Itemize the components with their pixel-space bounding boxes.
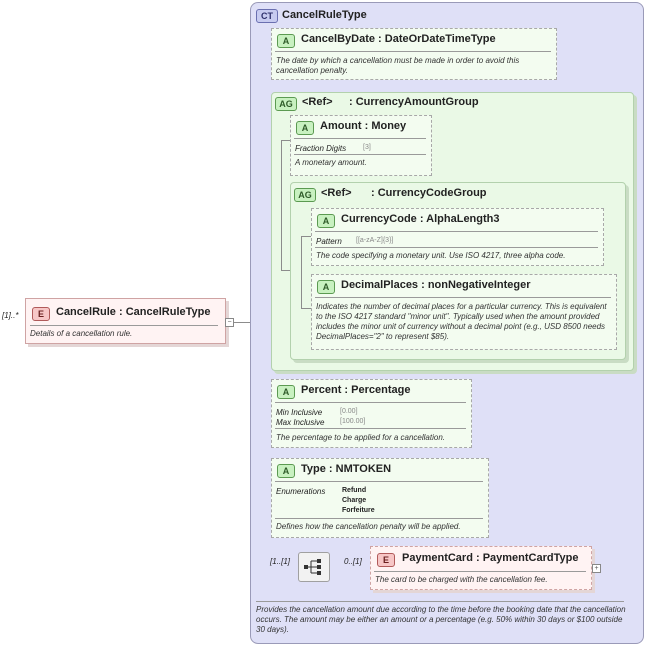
- element-paymentcard[interactable]: E PaymentCard : PaymentCardType The card…: [370, 546, 592, 590]
- attribute-type[interactable]: A Type : NMTOKEN Enumerations Refund Cha…: [271, 458, 489, 538]
- enumeration-value: Forfeiture: [342, 507, 375, 514]
- connector-to-currencycode: [301, 236, 311, 237]
- element-title: PaymentCard : PaymentCardType: [402, 552, 579, 564]
- attribute-separator: [315, 247, 598, 248]
- root-element-occurrence: [1]..*: [2, 311, 19, 320]
- attribute-title: CurrencyCode : AlphaLength3: [341, 213, 500, 225]
- attribute-title: DecimalPlaces : nonNegativeInteger: [341, 279, 531, 291]
- attribute-group-ref: <Ref>: [321, 187, 352, 199]
- attribute-badge: A: [277, 464, 295, 478]
- element-badge: E: [377, 553, 395, 567]
- facet-value: [3]: [363, 144, 371, 151]
- connector-to-codegroup: [281, 270, 290, 271]
- element-badge: E: [32, 307, 50, 321]
- attribute-group-badge: AG: [294, 188, 316, 202]
- attribute-documentation: The percentage to be applied for a cance…: [276, 433, 446, 442]
- complex-type-documentation: Provides the cancellation amount due acc…: [256, 605, 626, 634]
- attribute-group-badge: AG: [275, 97, 297, 111]
- attribute-separator: [294, 154, 426, 155]
- complex-type-name: CancelRuleType: [282, 9, 367, 21]
- complex-type-doc-separator: [256, 601, 624, 602]
- facet-value: [[a-zA-Z]{3}]: [356, 237, 394, 244]
- attribute-group-name: : CurrencyAmountGroup: [349, 96, 479, 108]
- connector-amountgroup-spine: [281, 140, 282, 270]
- enumeration-value: Refund: [342, 487, 367, 494]
- attribute-badge: A: [277, 385, 295, 399]
- attribute-separator: [275, 51, 551, 52]
- facet-label: Pattern: [316, 237, 342, 246]
- attribute-title: Type : NMTOKEN: [301, 463, 392, 475]
- sequence-icon: [304, 559, 321, 575]
- root-element-separator: [30, 325, 218, 326]
- connector-root-to-ct: [233, 322, 251, 323]
- attribute-cancelbydate[interactable]: A CancelByDate : DateOrDateTimeType The …: [271, 28, 557, 80]
- root-element-name: CancelRule : CancelRuleType: [56, 306, 211, 318]
- element-documentation: The card to be charged with the cancella…: [375, 575, 548, 584]
- root-element-cancelrule[interactable]: E CancelRule : CancelRuleType Details of…: [25, 298, 226, 344]
- attribute-title: CancelByDate : DateOrDateTimeType: [301, 33, 496, 45]
- facet-value-min: [0.00]: [340, 408, 358, 415]
- expand-toggle[interactable]: +: [592, 564, 601, 573]
- connector-to-amount: [281, 140, 290, 141]
- attribute-separator: [315, 231, 598, 232]
- attribute-percent[interactable]: A Percent : Percentage Min Inclusive [0.…: [271, 379, 472, 448]
- attribute-badge: A: [296, 121, 314, 135]
- facet-label-min: Min Inclusive: [276, 408, 323, 417]
- sequence-compositor[interactable]: [298, 552, 330, 582]
- attribute-badge: A: [317, 280, 335, 294]
- sequence-occurrence: [1..[1]: [270, 557, 291, 566]
- facet-label-max: Max Inclusive: [276, 418, 325, 427]
- connector-to-decimalplaces: [301, 308, 311, 309]
- attribute-title: Amount : Money: [320, 120, 407, 132]
- attribute-title: Percent : Percentage: [301, 384, 411, 396]
- attribute-documentation: The date by which a cancellation must be…: [276, 56, 520, 75]
- attribute-separator: [294, 138, 426, 139]
- attribute-separator: [315, 297, 611, 298]
- attribute-amount[interactable]: A Amount : Money Fraction Digits [3] A m…: [290, 115, 432, 176]
- paymentcard-occurrence: 0..[1]: [344, 557, 362, 566]
- facet-label: Enumerations: [276, 487, 326, 496]
- element-separator: [374, 571, 586, 572]
- attribute-documentation: The code specifying a monetary unit. Use…: [316, 251, 566, 260]
- root-element-documentation: Details of a cancellation rule.: [30, 329, 133, 338]
- attribute-separator: [275, 428, 466, 429]
- attribute-badge: A: [277, 34, 295, 48]
- attribute-badge: A: [317, 214, 335, 228]
- collapse-toggle[interactable]: −: [225, 318, 234, 327]
- attribute-separator: [275, 402, 466, 403]
- facet-label: Fraction Digits: [295, 144, 347, 153]
- attribute-separator: [275, 481, 483, 482]
- attribute-group-name: : CurrencyCodeGroup: [371, 187, 487, 199]
- facet-value-max: [100.00]: [340, 418, 366, 425]
- connector-codegroup-spine: [301, 236, 302, 308]
- attribute-currencycode[interactable]: A CurrencyCode : AlphaLength3 Pattern [[…: [311, 208, 604, 266]
- attribute-documentation: A monetary amount.: [295, 158, 367, 167]
- attribute-documentation: Indicates the number of decimal places f…: [316, 302, 607, 341]
- attribute-decimalplaces[interactable]: A DecimalPlaces : nonNegativeInteger Ind…: [311, 274, 617, 350]
- enumeration-value: Charge: [342, 497, 367, 504]
- attribute-group-ref: <Ref>: [302, 96, 333, 108]
- attribute-documentation: Defines how the cancellation penalty wil…: [276, 522, 461, 531]
- attribute-separator: [275, 518, 483, 519]
- complex-type-badge: CT: [256, 9, 278, 23]
